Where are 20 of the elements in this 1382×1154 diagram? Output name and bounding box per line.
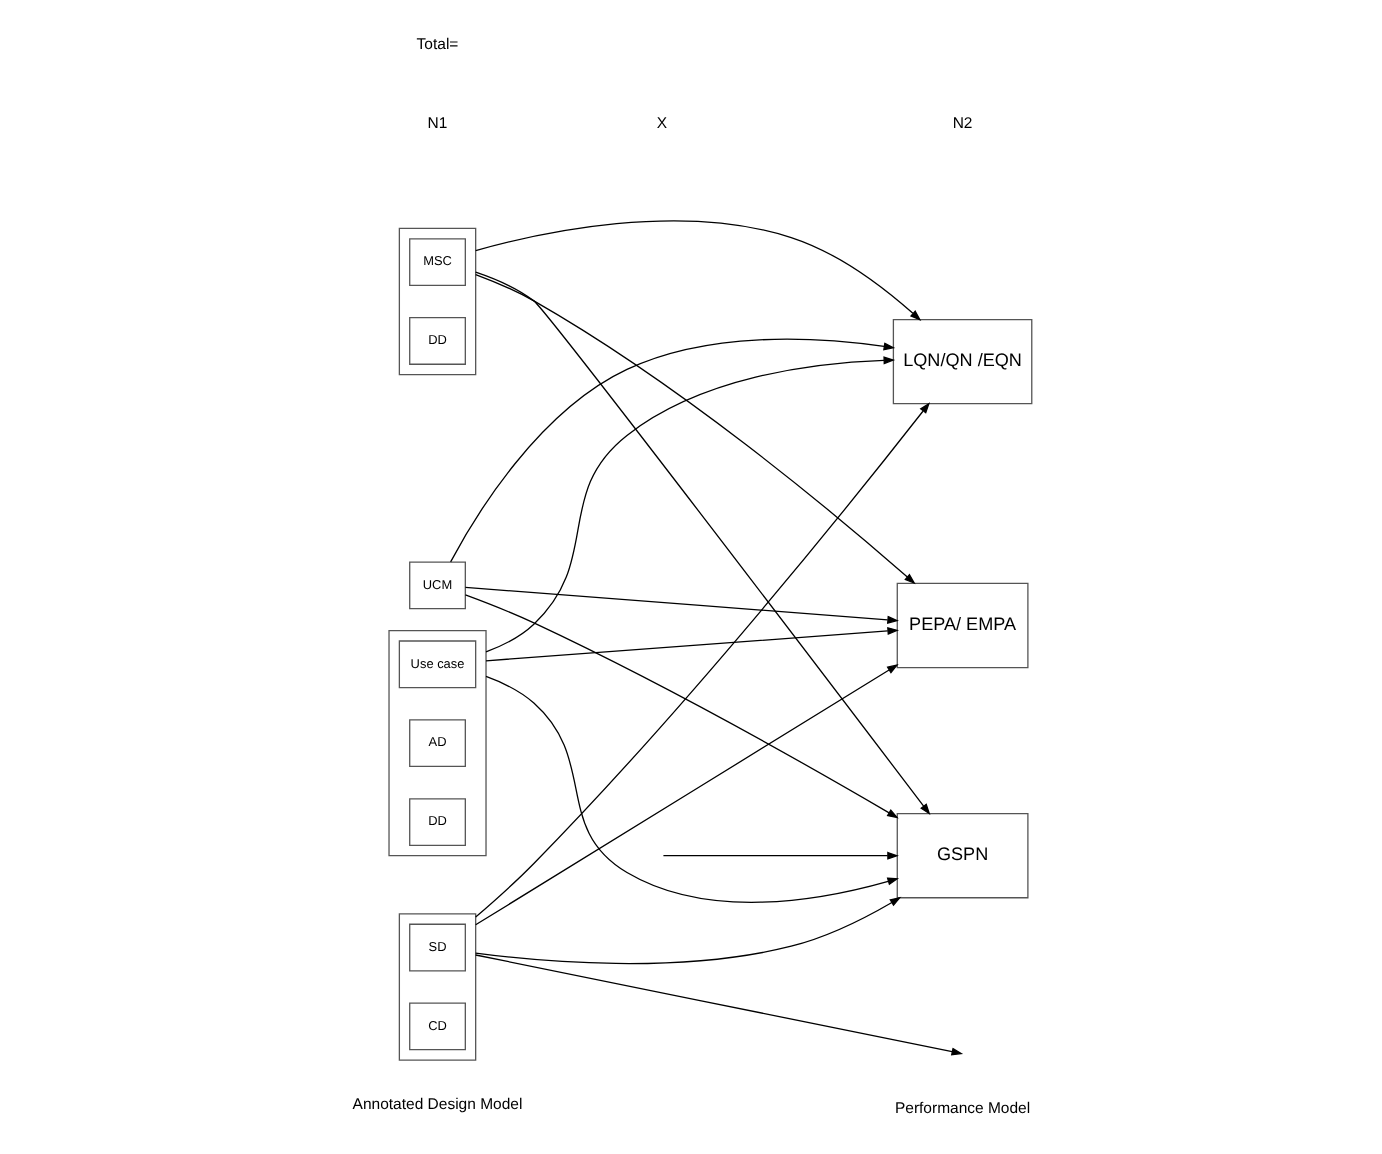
cluster: [398, 913, 477, 1061]
arrow: [662, 851, 899, 860]
arrow: [475, 664, 899, 926]
node-box: GSPN: [896, 813, 1029, 899]
node-box: PEPA/ EMPA: [896, 582, 1029, 669]
arrow: [485, 626, 899, 662]
arrow: [485, 356, 896, 653]
node-box: LQN/QN /EQN: [892, 319, 1033, 405]
cluster: [388, 630, 487, 857]
arrow: [475, 271, 931, 816]
arrow: [475, 896, 902, 965]
cluster: [398, 227, 477, 376]
arrow: [449, 338, 896, 563]
arrow: [485, 675, 900, 903]
arrow: [464, 594, 899, 819]
arrow: [475, 273, 916, 585]
arrow: [475, 954, 964, 1056]
arrow: [475, 220, 922, 321]
arrow: [464, 586, 899, 624]
arrow: [475, 402, 931, 918]
